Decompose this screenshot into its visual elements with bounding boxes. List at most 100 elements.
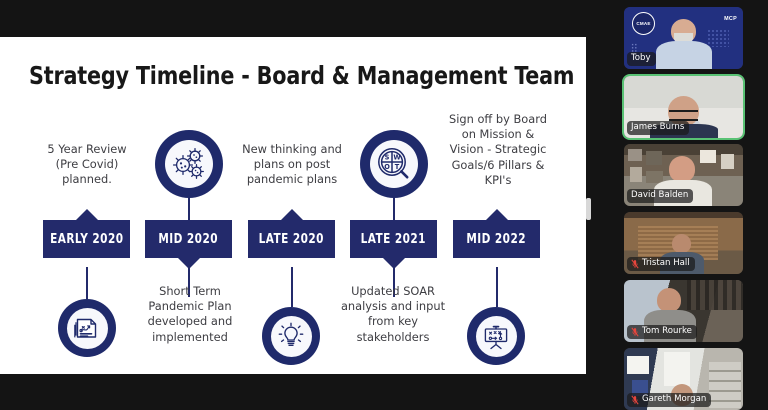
caption-line: planned. bbox=[62, 172, 112, 187]
notch-up-icon bbox=[75, 209, 98, 220]
caption-line: KPI's bbox=[484, 172, 512, 187]
participant-tile-tristan-hall[interactable]: Tristan Hall bbox=[624, 212, 743, 274]
participant-tile-tom-rourke[interactable]: Tom Rourke bbox=[624, 280, 743, 342]
node-document-early-2020[interactable] bbox=[58, 299, 116, 357]
caption-mid-2022: Sign off by Board on Mission & Vision - … bbox=[434, 112, 562, 188]
participant-name-badge: Tristan Hall bbox=[627, 257, 695, 271]
timeline-box-early-2020[interactable]: EARLY 2020 bbox=[43, 209, 130, 258]
page-title: Strategy Timeline - Board & Management T… bbox=[29, 61, 575, 90]
caption-line: 5 Year Review bbox=[47, 142, 127, 156]
avatar bbox=[672, 234, 691, 253]
avatar bbox=[669, 156, 695, 182]
caption-line: (Pre Covid) bbox=[55, 157, 119, 172]
mic-muted-icon bbox=[631, 327, 639, 336]
avatar bbox=[657, 288, 681, 312]
timeline-label: MID 2020 bbox=[158, 231, 219, 247]
connector-stem bbox=[188, 267, 190, 297]
decorative-dots bbox=[707, 29, 729, 47]
node-strategy-board-mid-2022[interactable] bbox=[467, 307, 525, 365]
participant-name-badge: Toby bbox=[627, 52, 656, 66]
notch-down-icon bbox=[382, 258, 405, 269]
participant-tile-gareth-morgan[interactable]: Gareth Morgan bbox=[624, 348, 743, 410]
caption-line: Goals/6 Pillars & bbox=[451, 157, 545, 172]
timeline-label: LATE 2020 bbox=[258, 231, 325, 247]
participant-tile-toby[interactable]: CMAE MCP Toby bbox=[624, 7, 743, 69]
mic-muted-icon bbox=[631, 259, 639, 268]
beard bbox=[674, 33, 693, 44]
timeline-box-late-2020[interactable]: LATE 2020 bbox=[248, 209, 335, 258]
caption-line: pandemic plans bbox=[246, 172, 338, 187]
svg-text:O: O bbox=[384, 163, 390, 171]
participant-name: Gareth Morgan bbox=[642, 394, 707, 404]
caption-line: analysis and input bbox=[340, 299, 446, 314]
caption-line: Short Term bbox=[159, 284, 221, 298]
caption-line: from key bbox=[367, 314, 419, 329]
panel-resize-handle[interactable] bbox=[586, 198, 591, 220]
caption-line: implemented bbox=[152, 329, 228, 344]
virus-icon bbox=[172, 147, 204, 179]
node-inner bbox=[165, 140, 213, 188]
wall-frames bbox=[699, 148, 739, 182]
caption-line: developed and bbox=[147, 314, 233, 329]
shared-slide[interactable]: Strategy Timeline - Board & Management T… bbox=[0, 37, 586, 374]
participant-name: David Balden bbox=[631, 190, 689, 200]
notch-up-icon bbox=[280, 209, 303, 220]
participant-name-badge: Gareth Morgan bbox=[627, 393, 712, 407]
easel bbox=[626, 354, 660, 400]
cmae-logo: CMAE bbox=[632, 12, 655, 35]
mcp-logo: MCP bbox=[724, 16, 737, 22]
connector-stem bbox=[496, 267, 498, 307]
caption-mid-2020: Short Term Pandemic Plan developed and i… bbox=[126, 284, 254, 345]
connector-stem bbox=[291, 267, 293, 307]
timeline-label: MID 2022 bbox=[466, 231, 527, 247]
caption-line: Pandemic Plan bbox=[148, 299, 232, 314]
lightbulb-icon bbox=[278, 322, 304, 346]
node-lightbulb-late-2020[interactable] bbox=[262, 307, 320, 365]
connector-stem bbox=[86, 267, 88, 299]
node-virus-mid-2020[interactable] bbox=[155, 130, 223, 198]
caption-line: stakeholders bbox=[356, 329, 430, 344]
caption-late-2021: Updated SOAR analysis and input from key… bbox=[329, 284, 457, 345]
decorative-dots bbox=[631, 43, 637, 55]
timeline-box-late-2021[interactable]: LATE 2021 bbox=[350, 220, 437, 269]
participant-tile-david-balden[interactable]: David Balden bbox=[624, 144, 743, 206]
svg-text:S: S bbox=[385, 154, 390, 162]
timeline-box-mid-2020[interactable]: MID 2020 bbox=[145, 220, 232, 269]
shelving bbox=[709, 362, 741, 408]
node-inner bbox=[475, 315, 517, 357]
participant-name: Tristan Hall bbox=[642, 258, 690, 268]
participant-filmstrip: CMAE MCP Toby James Burns bbox=[624, 3, 746, 410]
participant-name-badge: David Balden bbox=[627, 189, 694, 203]
caption-line: on Mission & bbox=[461, 127, 535, 142]
svg-text:W: W bbox=[393, 154, 401, 162]
connector-stem bbox=[393, 267, 395, 297]
node-inner bbox=[270, 315, 312, 357]
notch-down-icon bbox=[177, 258, 200, 269]
caption-line: New thinking and bbox=[242, 142, 342, 156]
strategy-board-icon bbox=[484, 325, 508, 350]
participant-tile-james-burns[interactable]: James Burns bbox=[624, 76, 743, 138]
participant-name: Toby bbox=[631, 53, 651, 63]
notch-up-icon bbox=[485, 209, 508, 220]
participant-name-badge: Tom Rourke bbox=[627, 325, 697, 339]
caption-line: Vision - Strategic bbox=[449, 142, 547, 157]
document-plan-icon bbox=[74, 318, 97, 338]
participant-name-badge: James Burns bbox=[627, 121, 690, 135]
participant-name: Tom Rourke bbox=[642, 326, 692, 336]
caption-line: plans on post bbox=[253, 157, 331, 172]
window-light bbox=[664, 352, 690, 386]
glasses bbox=[669, 110, 698, 121]
caption-line: Updated SOAR bbox=[351, 284, 435, 298]
ceiling-beams bbox=[687, 280, 743, 310]
timeline-box-mid-2022[interactable]: MID 2022 bbox=[453, 209, 540, 258]
caption-late-2020: New thinking and plans on post pandemic … bbox=[228, 142, 356, 188]
mic-muted-icon bbox=[631, 395, 639, 404]
timeline-label: LATE 2021 bbox=[360, 231, 427, 247]
caption-early-2020: 5 Year Review (Pre Covid) planned. bbox=[23, 142, 151, 188]
avatar-torso bbox=[656, 41, 712, 69]
participant-name: James Burns bbox=[631, 122, 685, 132]
